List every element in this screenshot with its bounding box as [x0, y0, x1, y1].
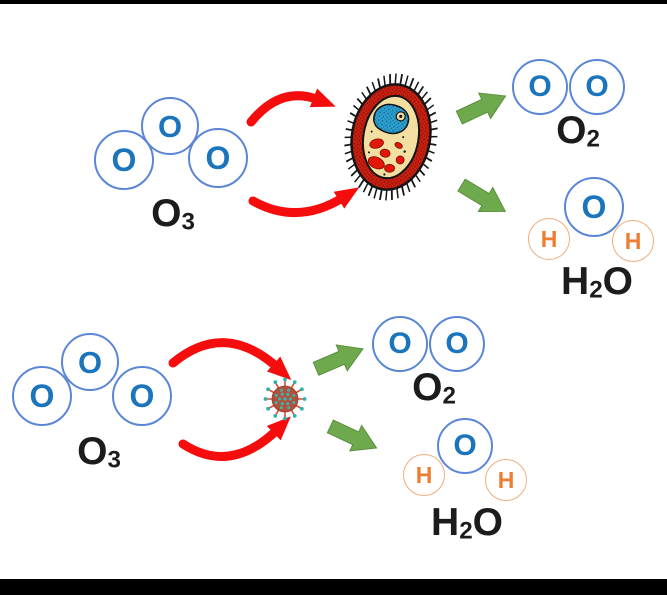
water-label: H2O [542, 262, 652, 303]
formula-subscript: 2 [586, 125, 600, 153]
oxygen-atom: O [12, 366, 72, 426]
formula-subscript: 3 [181, 208, 195, 236]
oxygen-atom: O [372, 316, 428, 372]
top-letterbox-bar [0, 0, 667, 4]
oxygen-atom: O [569, 59, 625, 115]
oxygen-atom: O [141, 97, 199, 155]
red-curved-arrow-top-lower [248, 187, 360, 218]
formula-subscript: 2 [459, 517, 473, 545]
oxygen-atom: O [112, 366, 172, 426]
red-curved-arrow-bottom-upper [168, 338, 292, 381]
green-block-arrow-to-o2-top [455, 92, 507, 125]
green-block-arrow-to-o2-bottom [312, 344, 364, 376]
oxygen-atom: O [429, 316, 485, 372]
formula-base: O [77, 430, 108, 473]
formula-base: O [151, 192, 182, 235]
formula-base: O [412, 366, 443, 409]
formula-base: O [472, 501, 503, 544]
green-block-arrow-to-h2o-top [457, 178, 507, 213]
oxygen-label: O2 [389, 368, 479, 409]
hydrogen-atom: H [612, 220, 654, 262]
oxygen-atom: O [512, 59, 568, 115]
bottom-letterbox-bar [0, 579, 667, 595]
oxygen-atom: O [188, 128, 248, 188]
formula-base: O [602, 260, 633, 303]
ozone-label: O3 [128, 194, 218, 235]
oxygen-atom: O [437, 418, 493, 474]
formula-base: H [561, 260, 590, 303]
formula-base: H [431, 501, 460, 544]
formula-subscript: 3 [107, 446, 121, 474]
hydrogen-atom: H [528, 218, 570, 260]
oxygen-atom: O [61, 333, 119, 391]
bacteria-icon [344, 73, 438, 201]
formula-base: O [556, 109, 587, 152]
oxygen-atom: O [94, 130, 154, 190]
virus-icon [263, 377, 307, 421]
hydrogen-atom: H [485, 459, 527, 501]
oxygen-label: O2 [533, 111, 623, 152]
oxygen-atom: O [564, 177, 624, 237]
hydrogen-atom: H [403, 454, 445, 496]
formula-subscript: 2 [589, 276, 603, 304]
red-curved-arrow-top-upper [246, 88, 336, 127]
green-block-arrow-to-h2o-bottom [326, 419, 378, 452]
ozone-label: O3 [54, 432, 144, 473]
formula-subscript: 2 [442, 382, 456, 410]
red-curved-arrow-bottom-lower [178, 416, 291, 461]
water-label: H2O [412, 503, 522, 544]
